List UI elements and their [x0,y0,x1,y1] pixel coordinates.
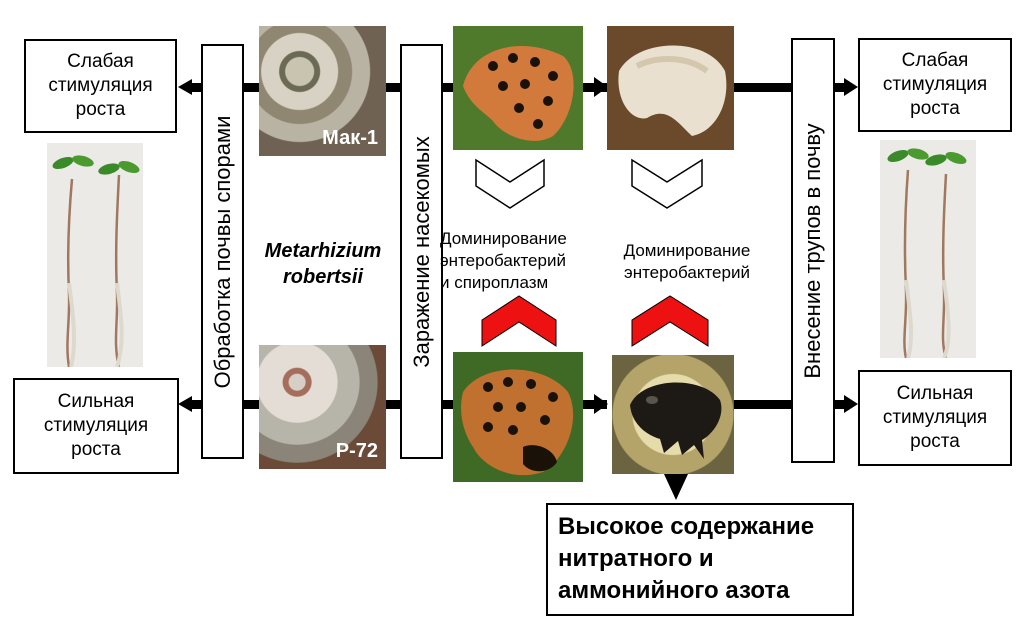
soil-treatment-label: Обработка почвы спорами [209,115,235,388]
larva-bottom-photo [453,352,583,482]
down-chevron-left [475,158,545,209]
strain-label-top: Мак-1 [322,127,378,149]
bottom-right-result-box: Сильная стимуляция роста [858,370,1012,466]
fungus-culture-bottom-photo: Р-72 [259,345,386,469]
down-chevron-right [631,158,703,209]
top-right-result-box: Слабая стимуляция роста [858,38,1012,132]
insect-infection-box: Заражение насекомых [400,44,443,459]
arrow-top-mid [594,77,608,97]
bottom-left-result-box: Сильная стимуляция роста [13,378,179,474]
species-name: Metarhizium robertsii [264,240,382,288]
up-chevron-left [481,295,557,347]
arrow-to-top-right-box [844,78,858,96]
dark-cadaver-photo [612,355,734,474]
corpse-introduction-box: Внесение трупов в почву [791,38,835,463]
corpse-introduction-label: Внесение трупов в почву [800,122,825,379]
strain-label-bottom: Р-72 [335,440,378,462]
arrow-down-to-result [664,474,688,500]
up-chevron-right [631,295,709,347]
nitrogen-result-box: Высокое содержание нитратного и аммонийн… [546,503,854,616]
note-enterobacteria-spiroplasma: Доминирование энтеробактерий и спироплаз… [440,229,567,292]
larva-top-photo [453,26,583,150]
fungus-culture-top-photo: Мак-1 [259,26,386,156]
mycosed-cadaver-photo [607,26,734,150]
seedlings-right-photo [880,140,976,358]
seedlings-left-photo [47,143,143,367]
soil-treatment-box: Обработка почвы спорами [201,44,244,459]
arrow-to-top-left-box [178,79,192,95]
insect-infection-label: Заражение насекомых [408,135,434,368]
note-enterobacteria: Доминирование энтеробактерий [623,241,751,282]
arrow-to-bottom-right-box [844,395,858,413]
arrow-to-bottom-left-box [178,396,192,412]
top-left-result-box: Слабая стимуляция роста [24,39,177,133]
arrow-bottom-mid [594,394,608,414]
